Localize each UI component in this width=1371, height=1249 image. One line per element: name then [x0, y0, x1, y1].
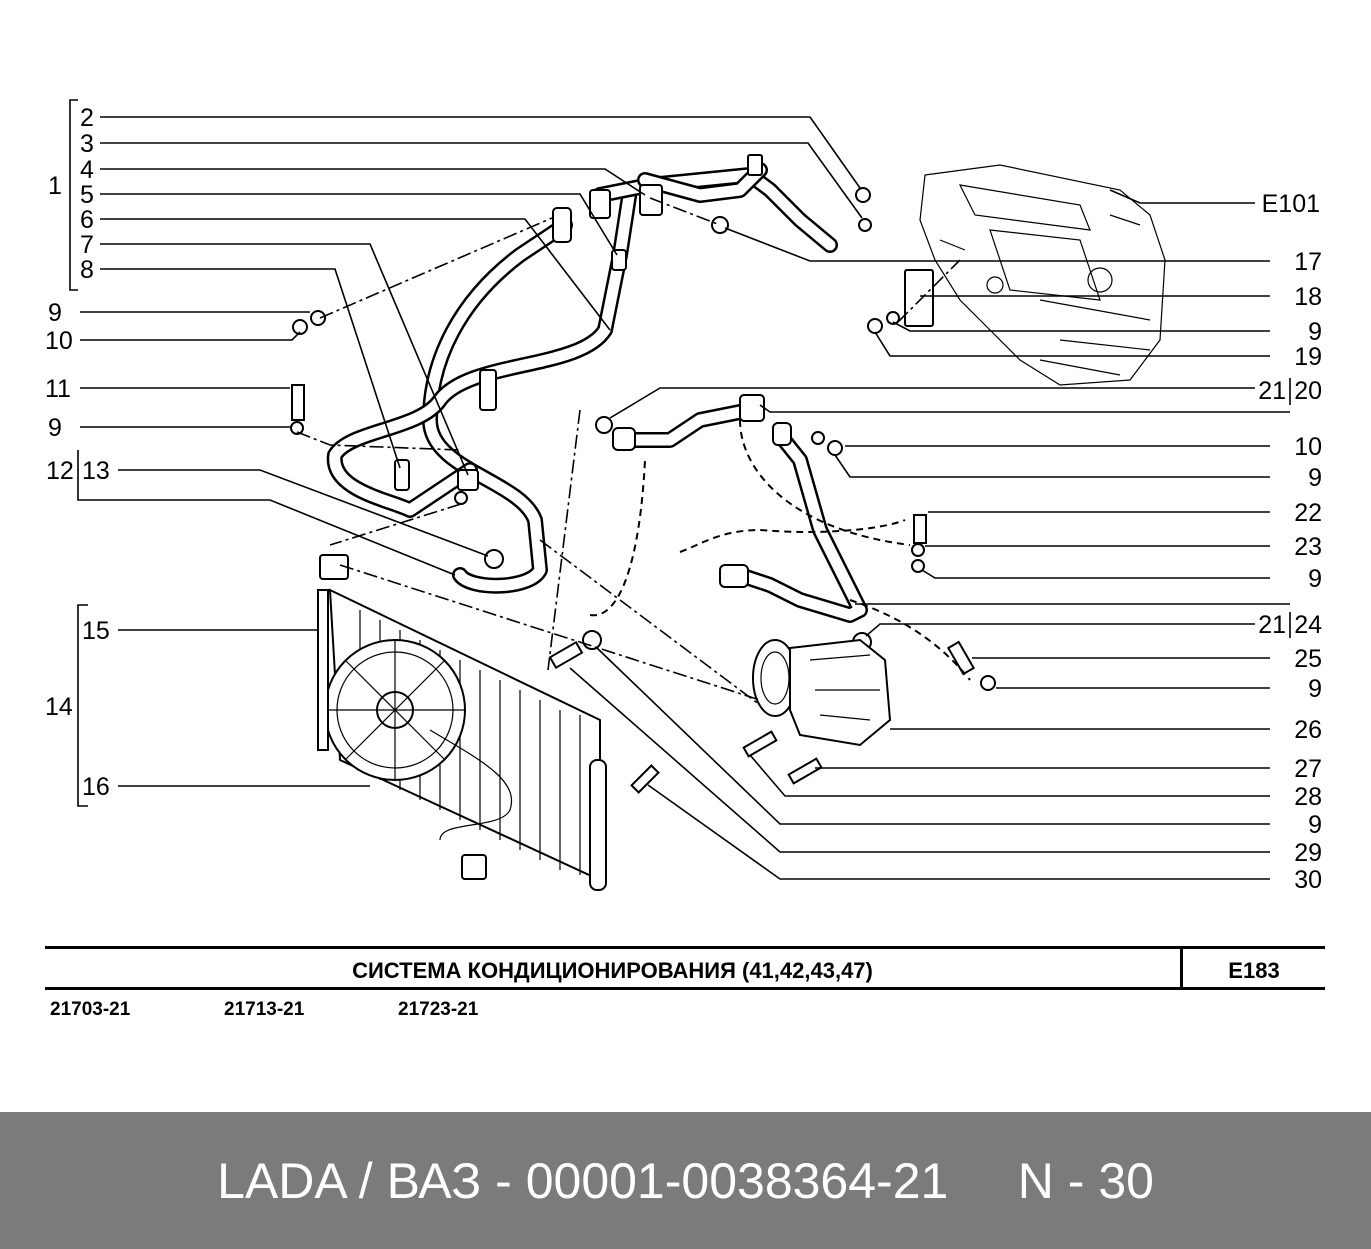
- callout-9: 9: [48, 414, 62, 442]
- compressor: [752, 638, 892, 747]
- callout-18: 18: [1294, 283, 1322, 311]
- right-callouts: E101 17 18 9 19 21 20 10 9 22 23 9 21 24…: [1258, 190, 1322, 894]
- model-code: 21703-21: [50, 999, 131, 1020]
- callout-14: 14: [45, 693, 73, 721]
- part-number-text: LADA / ВАЗ - 00001-0038364-21 N - 30: [217, 1152, 1154, 1209]
- callout-26: 26: [1294, 716, 1322, 744]
- callout-23: 23: [1294, 533, 1322, 561]
- callout-28: 28: [1294, 783, 1322, 811]
- diagram-code: E183: [1228, 958, 1280, 983]
- callout-2: 2: [80, 104, 94, 132]
- callout-21: 21: [1258, 611, 1286, 639]
- callout-11: 11: [45, 375, 71, 403]
- title-block: СИСТЕМА КОНДИЦИОНИРОВАНИЯ (41,42,43,47) …: [45, 946, 1325, 990]
- callout-6: 6: [80, 206, 94, 234]
- model-code: 21723-21: [398, 999, 479, 1020]
- callout-9: 9: [1308, 811, 1322, 839]
- callout-27: 27: [1294, 755, 1322, 783]
- model-code: 21713-21: [224, 999, 305, 1020]
- callout-3: 3: [80, 130, 94, 158]
- callout-29: 29: [1294, 839, 1322, 867]
- group-brackets: [69, 99, 1291, 807]
- callout-e101: E101: [1262, 190, 1320, 218]
- callout-21: 21: [1258, 377, 1286, 405]
- condenser-fan-assembly: [317, 554, 607, 891]
- callout-8: 8: [80, 256, 94, 284]
- callout-17: 17: [1294, 248, 1322, 276]
- callout-7: 7: [80, 231, 94, 259]
- heater-unit-e101: [919, 164, 1166, 386]
- callout-10: 10: [45, 327, 73, 355]
- callout-5: 5: [80, 181, 94, 209]
- callout-20: 20: [1294, 377, 1322, 405]
- callout-12: 12: [46, 457, 74, 485]
- callout-4: 4: [80, 156, 94, 184]
- title-divider: [1180, 949, 1183, 987]
- callout-9: 9: [1308, 318, 1322, 346]
- callout-13: 13: [82, 457, 110, 485]
- leader-lines: [80, 116, 1290, 880]
- assembly-lines: [296, 197, 971, 706]
- callout-1: 1: [48, 172, 62, 200]
- ac-system-diagram: 2 3 4 5 6 7 8 1 9 10 11 9 12 13 15 14 16…: [45, 99, 1322, 894]
- callout-19: 19: [1294, 343, 1322, 371]
- callout-10: 10: [1294, 433, 1322, 461]
- fittings: [290, 154, 996, 794]
- refrigerant-hoses: [326, 162, 868, 623]
- callout-24: 24: [1294, 611, 1322, 639]
- callout-9: 9: [1308, 675, 1322, 703]
- callout-30: 30: [1294, 866, 1322, 894]
- diagram-title: СИСТЕМА КОНДИЦИОНИРОВАНИЯ (41,42,43,47): [352, 958, 873, 983]
- callout-16: 16: [82, 773, 110, 801]
- callout-9: 9: [1308, 565, 1322, 593]
- callout-22: 22: [1294, 499, 1322, 527]
- left-callouts: 2 3 4 5 6 7 8 1 9 10 11 9 12 13 15 14 16: [45, 104, 110, 801]
- callout-15: 15: [82, 617, 110, 645]
- callout-25: 25: [1294, 645, 1322, 673]
- callout-9: 9: [1308, 464, 1322, 492]
- part-number-footer: LADA / ВАЗ - 00001-0038364-21 N - 30: [0, 1112, 1371, 1249]
- callout-9: 9: [48, 299, 62, 327]
